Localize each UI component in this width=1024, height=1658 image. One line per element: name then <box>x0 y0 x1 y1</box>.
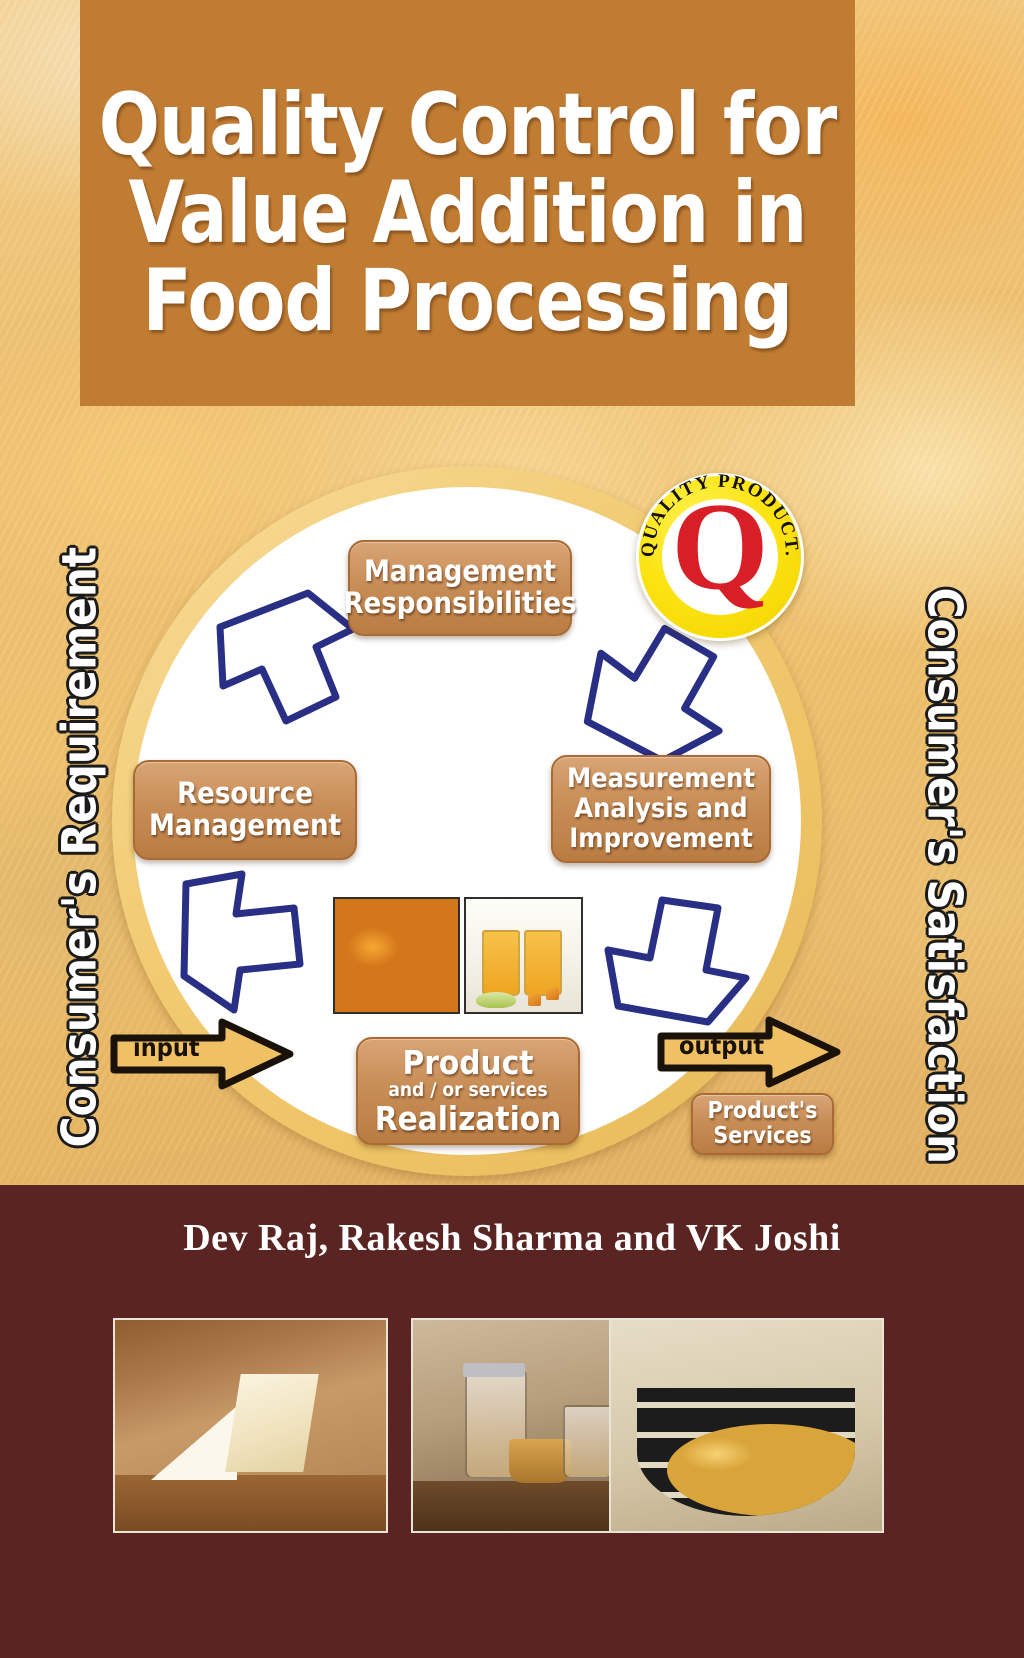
cycle-arrow-top-left <box>216 589 357 725</box>
juice-glass-right <box>524 930 562 996</box>
process-box-measurement-analysis-improvement[interactable]: Measurement Analysis and Improvement <box>551 755 771 863</box>
mango-cube-1 <box>528 994 541 1006</box>
box-label-line2: Management <box>148 808 342 842</box>
process-box-resource-management[interactable]: Resource Management <box>133 760 357 860</box>
cycle-arrow-bottom-right <box>604 896 750 1026</box>
box-label-line1: Measurement <box>567 763 755 795</box>
cheese-board <box>115 1475 386 1531</box>
box-label-line2: Responsibilities <box>343 586 577 620</box>
process-box-product-realization[interactable]: Product and / or services Realization <box>356 1037 580 1145</box>
title-line-1: Quality Control for <box>98 75 838 176</box>
chips-pile <box>667 1424 855 1516</box>
cycle-arrow-bottom-left <box>180 870 304 1014</box>
center-image-mangoes <box>333 897 460 1014</box>
title-line-3: Food Processing <box>142 250 794 351</box>
box-label-line3: Realization <box>374 1098 562 1138</box>
box-label-line2: and / or services <box>388 1079 548 1102</box>
title-line-2: Value Addition in <box>128 163 808 264</box>
box-label-line1: Product <box>402 1042 534 1082</box>
cheese-wedge-soft <box>151 1406 237 1480</box>
box-label-line2: Services <box>713 1123 812 1149</box>
jars-basket <box>509 1439 571 1483</box>
chips-bowl <box>637 1388 855 1516</box>
output-label: output <box>679 1031 765 1060</box>
bottom-image-cheese <box>113 1318 388 1533</box>
box-label-line1: Product's <box>707 1097 818 1124</box>
box-label-line3: Improvement <box>569 822 753 854</box>
input-label: input <box>133 1033 200 1062</box>
mango-cube-2 <box>546 988 559 1000</box>
cycle-arrow-top-right <box>583 624 723 765</box>
process-box-management-responsibilities[interactable]: Management Responsibilities <box>343 540 577 636</box>
jar-short <box>563 1405 613 1479</box>
process-box-products-services[interactable]: Product's Services <box>691 1093 834 1155</box>
side-text-consumers-requirement: Consumer's Requirement <box>52 546 108 1148</box>
cheese-wedge-hard <box>225 1374 319 1472</box>
box-label-line1: Resource <box>177 776 313 811</box>
quality-product-seal: QUALITY PRODUCT. Q <box>636 473 804 641</box>
authors-line: Dev Raj, Rakesh Sharma and VK Joshi <box>183 1217 841 1259</box>
center-image-mango-juice <box>464 897 583 1014</box>
mango-slice <box>476 992 516 1008</box>
jar-lid <box>463 1363 525 1377</box>
box-label-line1: Management <box>363 554 557 589</box>
seal-arc-text: QUALITY PRODUCT. <box>638 473 801 558</box>
seal-letter-q: Q <box>671 478 769 616</box>
juice-glass-left <box>482 930 520 996</box>
output-arrow <box>657 1016 841 1088</box>
box-label-line2: Analysis and <box>574 793 748 825</box>
side-text-consumers-satisfaction: Consumer's Satisfaction <box>916 587 972 1165</box>
title-banner: Quality Control for Value Addition in Fo… <box>80 0 855 406</box>
bottom-image-chips <box>609 1318 884 1533</box>
seal-inner-circle <box>662 499 778 615</box>
input-arrow <box>110 1018 294 1090</box>
